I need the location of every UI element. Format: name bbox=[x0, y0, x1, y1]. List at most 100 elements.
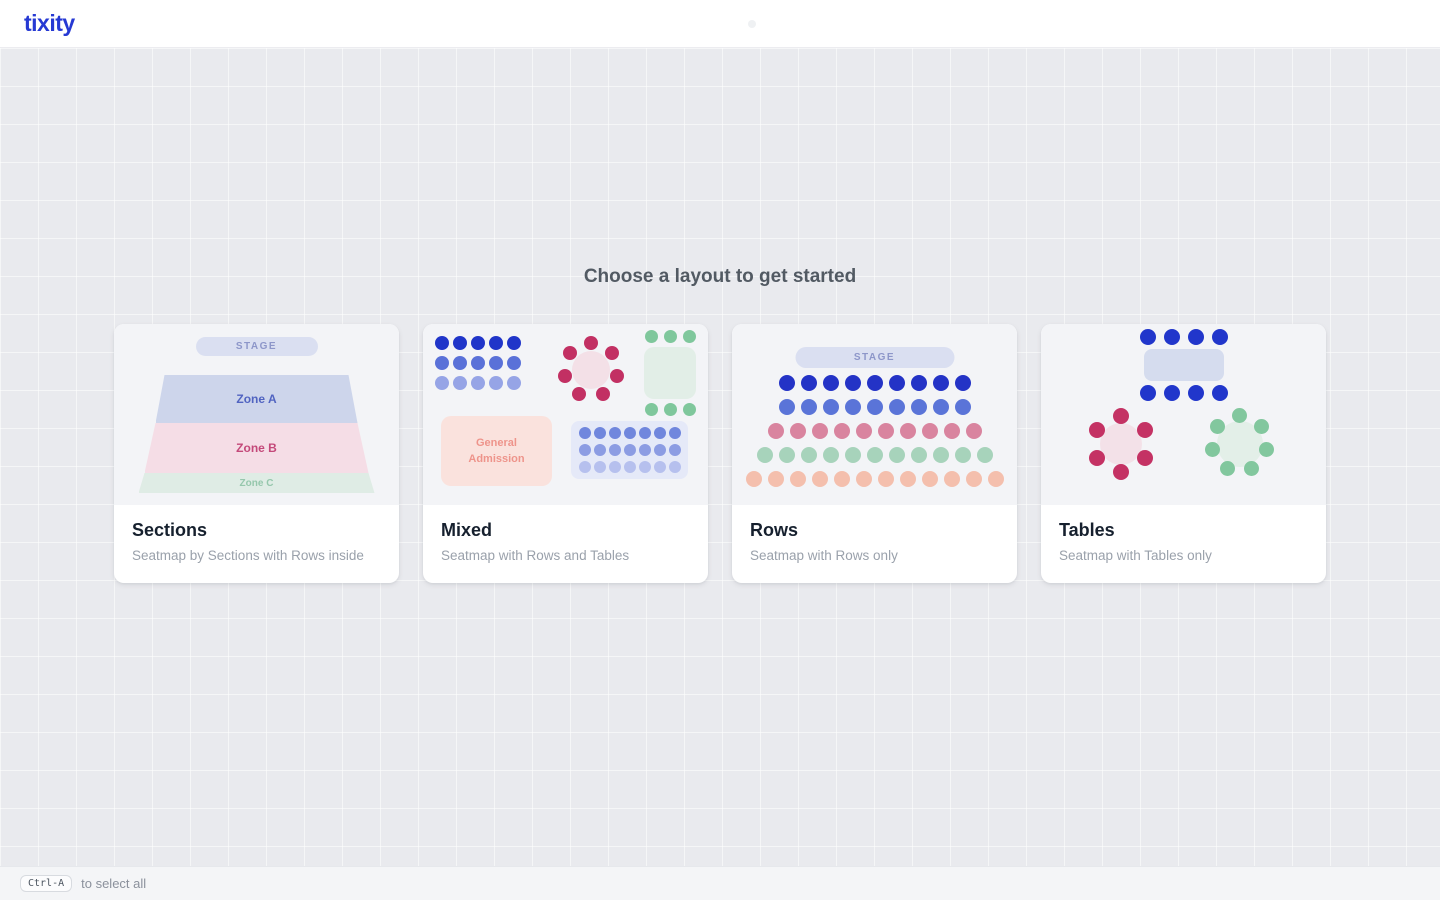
seat-dot bbox=[987, 471, 1004, 487]
seat-dot bbox=[1137, 422, 1154, 438]
stage-label: STAGE bbox=[195, 337, 318, 356]
seat-dot bbox=[910, 399, 927, 415]
round-table-green bbox=[1204, 408, 1275, 479]
zone-zone-c: Zone C bbox=[138, 473, 375, 493]
seat-dot bbox=[833, 471, 850, 487]
logo[interactable]: tixity bbox=[24, 10, 75, 36]
seat-row bbox=[756, 447, 993, 463]
seat-dot bbox=[668, 427, 681, 439]
tables-preview bbox=[1041, 324, 1326, 505]
seat-dot bbox=[921, 471, 938, 487]
seat-dot bbox=[855, 423, 872, 439]
seat-dot bbox=[507, 376, 521, 390]
seat-dot bbox=[1211, 385, 1228, 401]
seat-dot bbox=[1219, 461, 1235, 477]
seat-dot bbox=[932, 375, 949, 391]
shortcut-hint: to select all bbox=[81, 876, 147, 891]
seat-dot bbox=[682, 403, 696, 416]
seat-dot bbox=[489, 376, 503, 390]
seat-dot bbox=[663, 330, 677, 343]
seat-dot bbox=[653, 444, 666, 456]
seat-dot bbox=[943, 471, 960, 487]
card-title: Rows bbox=[750, 520, 799, 540]
seat-dot bbox=[778, 447, 795, 463]
seat-dot bbox=[756, 447, 773, 463]
zones-group: Zone A Zone B Zone C bbox=[114, 375, 399, 493]
seat-dot bbox=[844, 399, 861, 415]
seat-dot bbox=[638, 461, 651, 473]
seat-row bbox=[1139, 385, 1228, 401]
seat-dot bbox=[584, 336, 598, 350]
seat-row bbox=[644, 403, 696, 416]
seat-dot bbox=[663, 403, 677, 416]
layout-card-rows[interactable]: STAGE Rows Seatmap with Rows only bbox=[732, 324, 1017, 583]
status-bar: Ctrl-A to select all bbox=[0, 866, 1440, 900]
layout-card-sections[interactable]: STAGE Zone A Zone B Zone C Sections Seatma… bbox=[114, 324, 399, 583]
seat-dot bbox=[954, 375, 971, 391]
seat-row bbox=[767, 423, 982, 439]
seat-dot bbox=[877, 471, 894, 487]
seat-row bbox=[778, 375, 971, 391]
seat-dot bbox=[954, 399, 971, 415]
general-admission-label: General Admission bbox=[468, 436, 525, 466]
seat-dot bbox=[965, 471, 982, 487]
seat-dot bbox=[435, 356, 449, 370]
seat-dot bbox=[767, 423, 784, 439]
seatmap-canvas[interactable]: Choose a layout to get started STAGE Zon… bbox=[0, 48, 1440, 866]
seat-dot bbox=[608, 427, 621, 439]
seat-dot bbox=[623, 427, 636, 439]
card-info: Sections Seatmap by Sections with Rows i… bbox=[114, 505, 399, 583]
seat-dot bbox=[1088, 450, 1105, 466]
seat-dot bbox=[471, 376, 485, 390]
seat-dot bbox=[1259, 442, 1275, 458]
general-admission-block: General Admission bbox=[441, 416, 552, 486]
seat-dot bbox=[800, 375, 817, 391]
seat-dot bbox=[800, 447, 817, 463]
seat-dot bbox=[453, 356, 467, 370]
seat-dot bbox=[822, 375, 839, 391]
row-section-seats bbox=[578, 427, 681, 473]
card-info: Tables Seatmap with Tables only bbox=[1041, 505, 1326, 583]
card-subtitle: Seatmap with Tables only bbox=[1059, 548, 1212, 563]
seat-dot bbox=[1187, 329, 1204, 345]
seat-dot bbox=[595, 387, 610, 402]
layout-card-mixed[interactable]: General Admission Mixed Seatmap with Row… bbox=[423, 324, 708, 583]
seat-dot bbox=[489, 356, 503, 370]
seat-dot bbox=[888, 375, 905, 391]
layout-card-tables[interactable]: Tables Seatmap with Tables only bbox=[1041, 324, 1326, 583]
seat-dot bbox=[866, 399, 883, 415]
seat-dot bbox=[932, 447, 949, 463]
page-title: Choose a layout to get started bbox=[583, 266, 857, 287]
seat-row bbox=[435, 336, 521, 350]
keyboard-shortcut-badge: Ctrl-A bbox=[20, 875, 73, 892]
zone-label: Zone B bbox=[236, 441, 277, 455]
seat-dot bbox=[778, 375, 795, 391]
seat-dot bbox=[1163, 385, 1180, 401]
seat-dot bbox=[877, 423, 894, 439]
seat-dot bbox=[811, 423, 828, 439]
seat-dot bbox=[954, 447, 971, 463]
round-table-crimson bbox=[1085, 408, 1157, 480]
seat-dot bbox=[610, 369, 625, 383]
seat-dot bbox=[1204, 442, 1220, 458]
seat-dot bbox=[822, 447, 839, 463]
zone-label: Zone A bbox=[236, 392, 277, 406]
seat-dot bbox=[668, 444, 681, 456]
seat-dot bbox=[1137, 450, 1154, 466]
seat-dot bbox=[921, 423, 938, 439]
seat-dot bbox=[910, 447, 927, 463]
seat-dot bbox=[1187, 385, 1204, 401]
round-table-crimson bbox=[557, 336, 625, 404]
seat-dot bbox=[976, 447, 993, 463]
seat-dot bbox=[489, 336, 503, 350]
seat-dot bbox=[507, 336, 521, 350]
seat-row bbox=[778, 399, 971, 415]
seat-dot bbox=[471, 356, 485, 370]
zone-zone-a: Zone A bbox=[155, 375, 358, 423]
seat-dot bbox=[789, 423, 806, 439]
seat-dot bbox=[932, 399, 949, 415]
seat-dot bbox=[965, 423, 982, 439]
seat-dot bbox=[578, 444, 591, 456]
seat-row bbox=[578, 461, 681, 473]
seat-dot bbox=[800, 399, 817, 415]
